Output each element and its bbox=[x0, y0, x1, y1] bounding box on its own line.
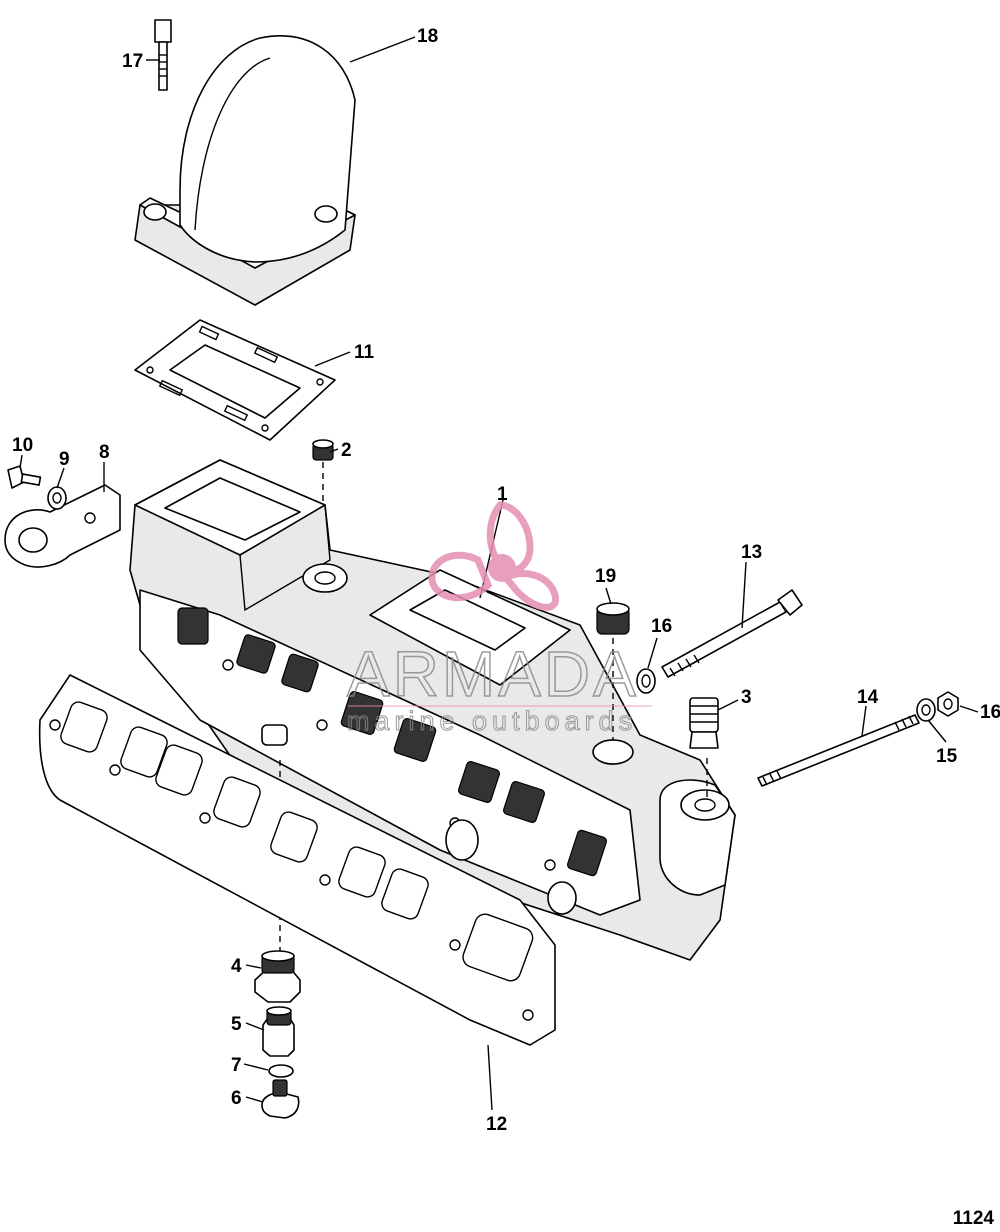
part-2-plug bbox=[312, 439, 334, 461]
callout-12: 12 bbox=[486, 1114, 507, 1135]
callout-15: 15 bbox=[936, 746, 958, 767]
part-4-fitting bbox=[254, 950, 301, 1003]
callout-6: 6 bbox=[231, 1088, 242, 1109]
part-14-stud bbox=[757, 714, 920, 787]
part-11-gasket bbox=[134, 319, 336, 441]
part-18-exhaust-elbow bbox=[134, 35, 356, 306]
callout-18: 18 bbox=[417, 26, 438, 47]
callout-16-upper: 16 bbox=[651, 616, 672, 637]
callout-11: 11 bbox=[354, 342, 375, 363]
callout-1: 1 bbox=[497, 484, 508, 505]
part-17-bolt bbox=[154, 19, 172, 91]
part-13-bolt bbox=[661, 589, 803, 678]
callout-17: 17 bbox=[122, 51, 143, 72]
part-3-fitting bbox=[689, 697, 719, 749]
callout-13: 13 bbox=[741, 542, 762, 563]
callout-8: 8 bbox=[99, 442, 110, 463]
watermark-tagline: marine outboards bbox=[347, 706, 637, 736]
callout-5: 5 bbox=[231, 1014, 242, 1035]
part-9-washer bbox=[47, 486, 67, 510]
part-6-drain-plug bbox=[261, 1079, 300, 1119]
part-19-plug bbox=[596, 602, 630, 635]
armada-watermark: ARMADA marine outboards bbox=[346, 501, 652, 737]
part-7-o-ring bbox=[268, 1064, 294, 1078]
callout-19: 19 bbox=[595, 566, 616, 587]
part-10-bolt bbox=[7, 465, 42, 489]
part-5-fitting bbox=[262, 1006, 295, 1057]
watermark-brand: ARMADA bbox=[347, 638, 639, 710]
armada-logo-mark bbox=[428, 501, 559, 611]
part-16-nut bbox=[937, 691, 959, 717]
callout-3: 3 bbox=[741, 687, 752, 708]
callout-labels: 18 17 11 2 10 9 8 1 13 19 16 3 14 16 15 … bbox=[12, 26, 1000, 1135]
callout-9: 9 bbox=[59, 449, 70, 470]
part-12-gasket bbox=[38, 674, 556, 1046]
callout-10: 10 bbox=[12, 435, 33, 456]
part-16-washer-upper bbox=[636, 668, 656, 694]
figure-number: 1124 bbox=[952, 1208, 994, 1229]
callout-2: 2 bbox=[341, 440, 352, 461]
part-15-washer bbox=[916, 698, 936, 722]
callout-7: 7 bbox=[231, 1055, 242, 1076]
callout-16-lower: 16 bbox=[980, 702, 1000, 723]
leader-lines bbox=[19, 36, 979, 1111]
callout-4: 4 bbox=[231, 956, 242, 977]
part-1-exhaust-manifold bbox=[129, 459, 736, 961]
callout-14: 14 bbox=[857, 687, 879, 708]
part-8-bracket bbox=[4, 484, 121, 568]
